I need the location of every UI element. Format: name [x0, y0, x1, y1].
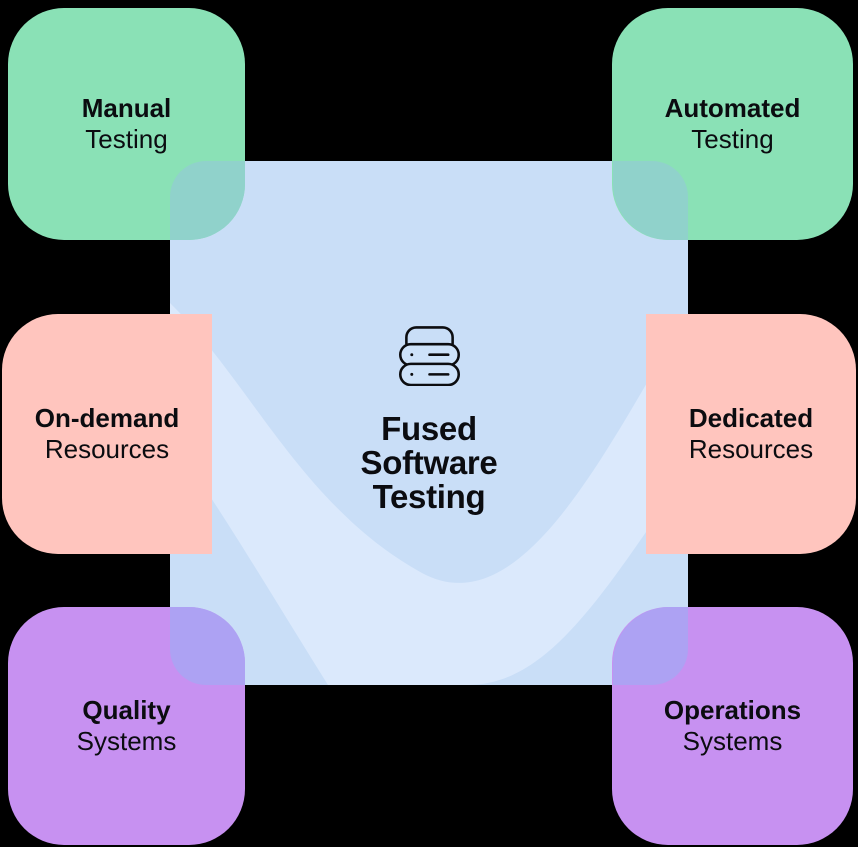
card-label-line1: Quality — [82, 695, 171, 725]
card-label: Manual Testing — [82, 93, 172, 155]
central-title: Fused Software Testing — [361, 412, 498, 514]
card-label-line1: On-demand — [34, 403, 180, 433]
card-label-line2: Systems — [76, 726, 177, 756]
card-on-demand-resources: On-demand Resources — [2, 314, 212, 554]
card-label-line2: Resources — [44, 434, 170, 464]
card-label: Dedicated Resources — [689, 403, 813, 465]
central-title-line: Testing — [372, 478, 486, 515]
card-label: Quality Systems — [77, 695, 177, 757]
central-panel: Fused Software Testing — [170, 161, 688, 685]
card-label-line1: Automated — [664, 93, 801, 123]
card-label-line1: Manual — [81, 93, 172, 123]
card-label-line2: Systems — [682, 726, 783, 756]
card-label-line2: Testing — [691, 124, 774, 154]
card-label: On-demand Resources — [35, 403, 179, 465]
card-label-line2: Testing — [85, 124, 168, 154]
central-title-line: Fused — [381, 410, 477, 447]
card-label-line2: Resources — [688, 434, 814, 464]
server-stack-icon — [398, 326, 460, 386]
card-automated-testing: Automated Testing — [612, 8, 853, 240]
card-label-line1: Dedicated — [688, 403, 814, 433]
background-swirl — [170, 303, 688, 685]
central-title-line: Software — [360, 444, 498, 481]
card-label-line1: Operations — [663, 695, 802, 725]
card-label: Operations Systems — [664, 695, 801, 757]
card-label: Automated Testing — [665, 93, 801, 155]
central-content: Fused Software Testing — [170, 324, 688, 514]
card-dedicated-resources: Dedicated Resources — [646, 314, 856, 554]
